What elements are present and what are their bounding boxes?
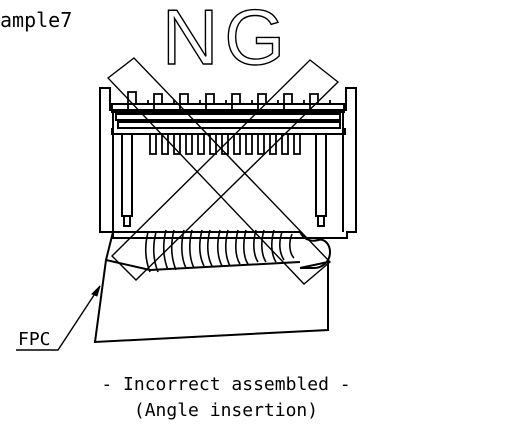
caption-main: - Incorrect assembled -: [101, 374, 350, 395]
fpc-sheet: [93, 231, 329, 344]
cross-out-mark: [106, 57, 340, 285]
fpc-leader-line: [16, 285, 101, 351]
ng-verdict: NG: [162, 0, 291, 81]
fpc-leader-arrow: [91, 285, 101, 297]
connector-housing: [99, 87, 357, 239]
contact-pins-lower: [149, 134, 301, 155]
contact-pins-top: [127, 91, 331, 112]
caption-sub: (Angle insertion): [134, 400, 318, 421]
sample-label: ample7: [0, 8, 72, 32]
fpc-label: FPC: [18, 329, 51, 350]
